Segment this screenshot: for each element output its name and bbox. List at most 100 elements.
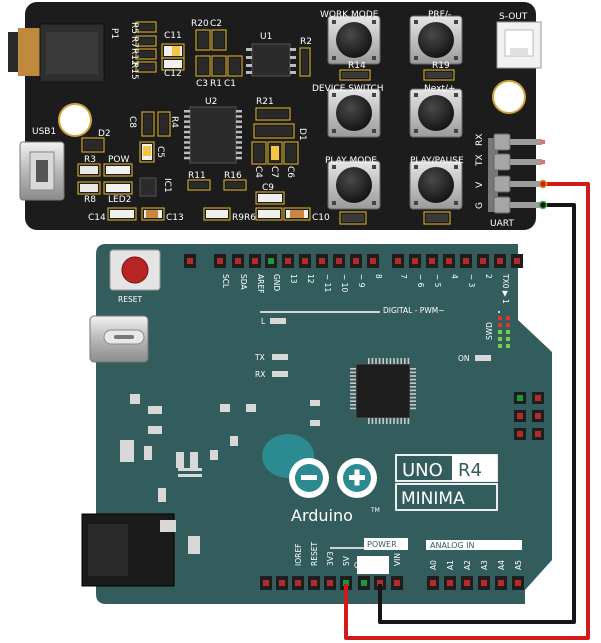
- header-pin-power[interactable]: [308, 576, 320, 590]
- silk-d1: D1: [297, 128, 307, 141]
- smd-component: [255, 191, 285, 205]
- header-pin-analog[interactable]: [427, 576, 439, 590]
- model-uno: UNO: [402, 460, 443, 481]
- smd-component: [135, 35, 157, 47]
- button-device-switch[interactable]: [327, 88, 381, 138]
- header-pin-analog[interactable]: [495, 576, 507, 590]
- smd-component: [81, 137, 105, 153]
- label-play-mode: PLAY MODE: [325, 156, 377, 166]
- uart-pin-g[interactable]: [493, 196, 542, 214]
- model-r4: R4: [458, 460, 482, 481]
- silk-r7: R7: [129, 36, 139, 48]
- silk-c7: C7: [269, 166, 279, 178]
- header-pin-top[interactable]: [299, 254, 311, 268]
- silk-r21: R21: [256, 97, 274, 107]
- swd-pin: [498, 330, 502, 334]
- uart-pin-rx[interactable]: [493, 133, 542, 151]
- header-label-top: GND: [272, 274, 281, 291]
- header-pin-analog[interactable]: [512, 576, 524, 590]
- uno-board: [96, 244, 552, 604]
- header-pin-top[interactable]: [477, 254, 489, 268]
- silk-r4: R4: [169, 116, 179, 128]
- silk-c1: C1: [224, 79, 236, 89]
- smd-component: [283, 141, 299, 165]
- reset-button[interactable]: [109, 249, 161, 291]
- header-label-top: 4: [450, 274, 459, 279]
- icsp-pad-dot: [517, 395, 523, 401]
- header-pin-top[interactable]: [249, 254, 261, 268]
- header-pin-top[interactable]: [426, 254, 438, 268]
- digital-label-box: [380, 304, 498, 316]
- swd-pin: [498, 337, 502, 341]
- header-pin-top[interactable]: [511, 254, 523, 268]
- button-work-mode[interactable]: [327, 15, 381, 65]
- header-pin-top[interactable]: [316, 254, 328, 268]
- silk-r3: R3: [84, 155, 96, 165]
- header-label-top: ~ 11: [323, 274, 332, 292]
- header-pin-top[interactable]: [350, 254, 362, 268]
- uart-pin-v[interactable]: [493, 175, 542, 193]
- label-led-l: L: [261, 317, 266, 326]
- label-digital: DIGITAL - PWM~: [383, 306, 445, 315]
- silk-c13: C13: [166, 213, 184, 223]
- header-pin-top[interactable]: [367, 254, 379, 268]
- header-pin-top[interactable]: [460, 254, 472, 268]
- header-pin-top[interactable]: [214, 254, 226, 268]
- label-usb1: USB1: [32, 127, 56, 137]
- header-label-top: 2: [484, 274, 493, 279]
- button-play-mode[interactable]: [327, 160, 381, 210]
- label-ic1: IC1: [162, 178, 172, 193]
- header-label-top: RX0 ◀ 0: [518, 274, 527, 305]
- silk-r16: R16: [224, 171, 242, 181]
- header-pin-top[interactable]: [494, 254, 506, 268]
- header-pin-power[interactable]: [324, 576, 336, 590]
- mp3-module: P1 USB1 S-OUT U1 U2 IC1: [8, 2, 545, 230]
- silk-c4: C4: [253, 166, 263, 178]
- silk-r2: R2: [300, 37, 312, 47]
- smd-component: [195, 55, 211, 77]
- silk-r15: R15: [129, 62, 139, 80]
- smd-component: [255, 207, 283, 221]
- swd-pin: [506, 344, 510, 348]
- smd-component: [423, 69, 455, 81]
- silk-r1: R1: [210, 79, 222, 89]
- uno-smd: [144, 446, 152, 460]
- audio-jack: [8, 23, 105, 83]
- header-pin-top[interactable]: [392, 254, 404, 268]
- uno-smd: [310, 400, 320, 406]
- header-pin-analog[interactable]: [461, 576, 473, 590]
- uno-smd: [310, 420, 320, 426]
- header-pin-power[interactable]: [391, 576, 403, 590]
- uno-smd: [246, 404, 256, 412]
- button-play-pause[interactable]: [409, 160, 463, 210]
- header-pin-top[interactable]: [265, 254, 277, 268]
- header-pin-power[interactable]: [340, 576, 352, 590]
- uart-pin-tx[interactable]: [493, 153, 542, 171]
- model-box: [395, 454, 498, 511]
- smd-component: [211, 29, 227, 51]
- header-label-analog: A1: [446, 560, 455, 570]
- header-pin-top[interactable]: [443, 254, 455, 268]
- button-next-plus[interactable]: [409, 88, 463, 138]
- header-pin-power[interactable]: [292, 576, 304, 590]
- label-uart: UART: [490, 219, 514, 229]
- header-pin-top[interactable]: [333, 254, 345, 268]
- silk-c10: C10: [312, 213, 330, 223]
- smd-component: [103, 163, 133, 177]
- usb-port: [19, 141, 65, 201]
- button-prf-minus[interactable]: [409, 15, 463, 65]
- header-pin-top[interactable]: [409, 254, 421, 268]
- uart-label-tx: TX: [475, 154, 485, 167]
- header-pin-power[interactable]: [358, 576, 370, 590]
- header-label-analog: A4: [497, 560, 506, 570]
- header-pin-top[interactable]: [232, 254, 244, 268]
- mount-hole-right: [492, 80, 526, 114]
- smd-component: [211, 55, 227, 77]
- header-pin-analog[interactable]: [444, 576, 456, 590]
- header-pin-top[interactable]: [282, 254, 294, 268]
- silk-c2: C2: [210, 19, 222, 29]
- header-pin-analog[interactable]: [478, 576, 490, 590]
- led-tx: [272, 354, 288, 360]
- header-label-top: 13: [289, 274, 298, 284]
- led-rx: [272, 371, 288, 377]
